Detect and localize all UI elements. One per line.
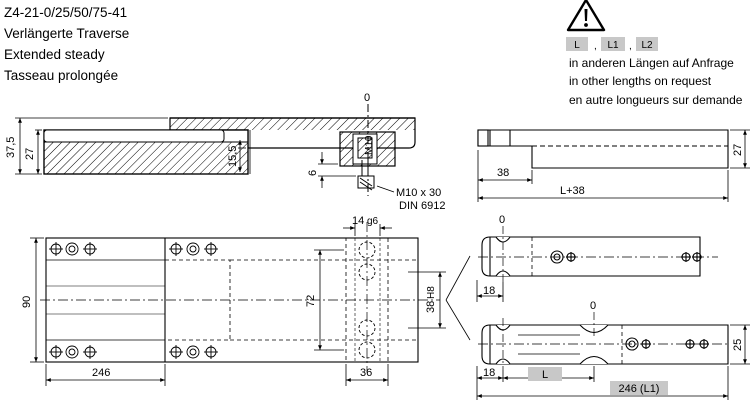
plan-dim-hole-pitch: 72 [305,295,317,307]
length-badges: L , L1 , L2 [566,37,658,52]
plan-dim-bore-fit: H8 [426,286,437,299]
notice-en: in other lengths on request [569,74,712,88]
badge-l2-label: L2 [641,40,653,51]
plan-dim-bore: 38 [425,301,437,313]
mounting-holes [49,241,376,359]
plan-dim-slot-tol: 14 [352,215,364,227]
notice-block: L , L1 , L2 in anderen Längen auf Anfrag… [566,0,743,107]
badge-sep-1: , [594,41,597,52]
detail-a-view [476,226,718,302]
detail-a-zero: 0 [499,214,505,226]
notice-fr: en autre longueurs sur demande [569,93,743,107]
hole-group-bm [169,345,218,359]
dim-bolt-offset: 6 [307,170,319,176]
detail-b-l-label: L [542,369,548,381]
right-dim-total: L+38 [560,185,585,197]
title-de: Verlängerte Traverse [4,26,129,41]
dim-body-height: 27 [24,148,36,160]
right-dim-step: 38 [497,167,509,179]
plan-dim-length: 246 [92,367,110,379]
badge-l2 [636,37,658,51]
side-view-dimensions [15,117,395,193]
nut-label: M10 [364,135,375,155]
plan-dim-slot-tol-fit: g6 [367,216,379,227]
side-view-zero-label: 0 [364,92,370,104]
detail-b-end: 18 [483,367,495,379]
hole-group-tl [49,242,97,256]
notice-de: in anderen Längen auf Anfrage [569,56,734,70]
part-number: Z4-21-0/25/50/75-41 [4,5,127,20]
bolt-standard: DIN 6912 [399,200,445,212]
badge-l1-label: L1 [607,40,619,51]
badge-l [566,37,588,51]
detail-b-total-badge [610,381,668,395]
title-fr: Tasseau prolongée [4,68,118,83]
detail-b-height: 25 [732,339,744,351]
slot-holes [358,241,376,359]
warning-triangle-icon [566,0,606,32]
plan-dim-slot: 36 [360,367,372,379]
plan-view [40,222,440,372]
detail-a-end: 18 [483,285,495,297]
hole-group-tm [169,242,218,256]
dim-step-height: 15,5 [227,146,239,167]
bolt-label: M10 x 30 [396,187,441,199]
detail-b-view [476,312,750,400]
detail-b-zero: 0 [590,300,596,312]
badge-l1 [601,37,625,51]
plan-view-dimensions [30,224,471,386]
dim-overall-height: 37,5 [5,137,17,158]
header-block: Z4-21-0/25/50/75-41 Verlängerte Traverse… [4,5,129,83]
badge-l-label: L [574,40,580,51]
badge-sep-2: , [629,41,632,52]
plan-dim-width: 90 [21,296,33,308]
detail-b-l-badge [528,367,562,381]
detail-b-total-label: 246 (L1) [619,383,660,395]
right-side-view [477,129,750,202]
hole-group-bl [49,345,97,359]
side-view [43,104,416,196]
right-dim-height: 27 [732,144,744,156]
title-en: Extended steady [4,47,105,62]
